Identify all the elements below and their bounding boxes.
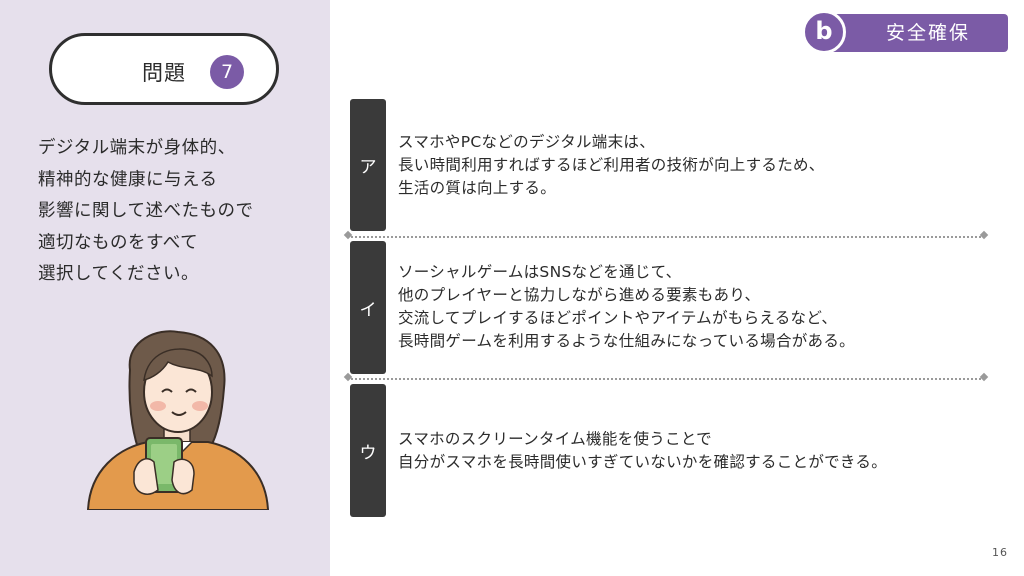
option-line: 自分がスマホを長時間使いすぎていないかを確認することができる。 [398, 453, 888, 471]
option-letter: イ [359, 300, 377, 320]
question-line: デジタル端末が身体的、 [38, 138, 236, 158]
option-divider [347, 378, 985, 380]
option-letter: ウ [359, 443, 377, 463]
option-line: 生活の質は向上する。 [398, 179, 557, 197]
category-badge: 安全確保 b [802, 10, 1008, 54]
question-number-badge: 7 [210, 55, 244, 89]
option-tab-a: ア [350, 99, 386, 231]
category-title: 安全確保 [885, 22, 970, 44]
question-label: 問題 [142, 61, 186, 85]
question-line: 影響に関して述べたもので [38, 201, 254, 221]
option-line: 長い時間利用すればするほど利用者の技術が向上するため、 [398, 156, 825, 174]
left-panel: 問題 7 デジタル端末が身体的、 精神的な健康に与える 影響に関して述べたもので… [0, 0, 330, 576]
woman-holding-smartphone-illustration [86, 330, 270, 510]
category-letter-circle: b [802, 10, 846, 54]
option-line: ソーシャルゲームはSNSなどを通じて、 [398, 263, 682, 281]
option-line: 長時間ゲームを利用するような仕組みになっている場合がある。 [398, 332, 855, 350]
question-pill: 問題 7 [49, 33, 279, 105]
question-line: 精神的な健康に与える [38, 169, 218, 190]
option-letter: ア [359, 157, 377, 178]
option-text-i: ソーシャルゲームはSNSなどを通じて、 他のプレイヤーと協力しながら進める要素も… [398, 261, 998, 353]
option-text-u: スマホのスクリーンタイム機能を使うことで 自分がスマホを長時間使いすぎていないか… [398, 428, 998, 474]
option-text-a: スマホやPCなどのデジタル端末は、 長い時間利用すればするほど利用者の技術が向上… [398, 131, 998, 200]
option-line: 他のプレイヤーと協力しながら進める要素もあり、 [398, 286, 761, 304]
question-text: デジタル端末が身体的、 精神的な健康に与える 影響に関して述べたもので 適切なも… [38, 133, 323, 291]
page-number: 16 [992, 546, 1008, 559]
option-tab-i: イ [350, 241, 386, 374]
question-line: 選択してください。 [38, 264, 199, 284]
question-line: 適切なものをすべて [38, 232, 199, 253]
option-divider [347, 236, 985, 238]
option-line: スマホやPCなどのデジタル端末は、 [398, 133, 655, 151]
option-line: スマホのスクリーンタイム機能を使うことで [398, 430, 712, 448]
category-badge-bar: 安全確保 [822, 14, 1008, 52]
option-tab-u: ウ [350, 384, 386, 517]
option-line: 交流してプレイするほどポイントやアイテムがもらえるなど、 [398, 309, 838, 327]
